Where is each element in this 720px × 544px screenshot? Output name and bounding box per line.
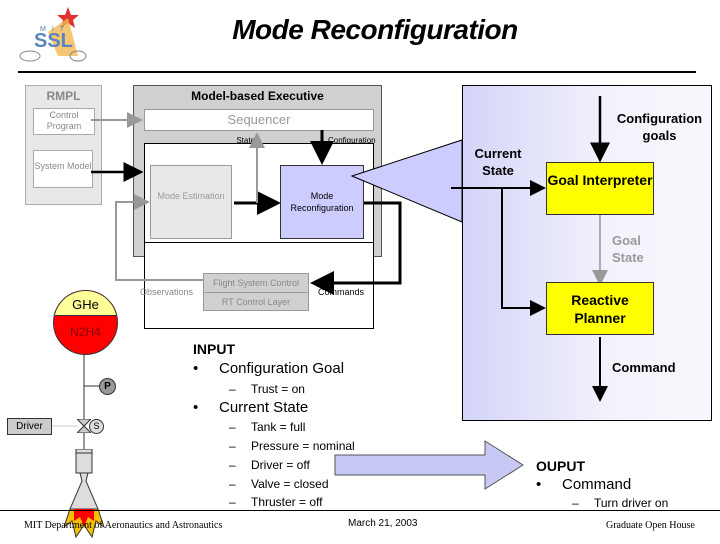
driver-box: Driver [7,418,52,435]
flight-system-control-label: Flight System Control [204,274,308,293]
tank-ghe-label: GHe [72,297,99,312]
output-sub-turn-driver-on: –Turn driver on [572,496,669,510]
mode-estimation-box: Mode Estimation [150,165,232,239]
observations-label: Observations [140,287,194,297]
commands-label: Commands [318,287,365,297]
goal-state-label: Goal State [612,233,644,265]
arrow-observations-to-mode-estimation [115,194,203,281]
system-model-box: System Model [33,150,93,188]
propellant-tank: GHe N2H4 [53,290,118,355]
panel-configuration-goals-label: Configuration goals [616,111,703,143]
footer-date: March 21, 2003 [348,518,418,529]
solenoid-icon: S [89,419,104,434]
input-item-configuration-goal: •Configuration Goal [193,360,345,377]
input-sub-pressure: –Pressure = nominal [229,439,355,453]
current-state-label: Current State [474,146,522,178]
footer-divider [0,510,720,511]
thruster-icon [63,448,106,539]
command-label: Command [612,360,676,375]
rmpl-block: RMPL Control Program System Model [25,85,102,205]
sequencer-box: Sequencer [144,109,374,131]
svg-text:SSL: SSL [34,30,73,52]
arrow-current-state-to-planner [501,188,546,316]
mit-ssl-logo: MIT SSL [18,4,88,64]
page-title: Mode Reconfiguration [232,14,518,45]
input-sub-driver: –Driver = off [229,458,310,472]
footer-event: Graduate Open House [606,520,695,531]
input-sub-trust: –Trust = on [229,382,305,396]
flight-system-control-block: Flight System Control RT Control Layer [203,273,309,311]
tank-n2h4-label: N2H4 [70,325,101,339]
rmpl-title: RMPL [46,89,81,103]
zoom-wedge [350,139,463,223]
arrow-commands [310,201,402,295]
title-divider [18,71,696,73]
rt-control-layer-label: RT Control Layer [221,297,291,307]
input-section: INPUT •Configuration Goal –Trust = on •C… [193,341,355,509]
footer-department: MIT Department of Aeronautics and Astron… [24,520,223,531]
input-sub-tank: –Tank = full [229,420,306,434]
control-program-box: Control Program [33,108,95,135]
reactive-planner-box: Reactive Planner [546,282,654,335]
output-heading: OUPUT [536,458,585,474]
valve-icon [75,418,93,434]
input-heading: INPUT [193,341,235,357]
input-sub-valve: –Valve = closed [229,477,329,491]
input-sub-thruster: –Thruster = off [229,495,323,509]
pressure-sensor-icon: P [99,378,116,395]
goal-interpreter-box: Goal Interpreter [546,162,654,215]
output-arrow [334,440,524,490]
output-section: OUPUT •Command –Turn driver on [536,458,668,510]
svg-text:MIT: MIT [40,26,70,33]
mode-reconfiguration-detail-panel [462,85,712,421]
output-item-command: •Command [536,476,632,493]
mode-reconfiguration-box: Mode Reconfiguration [280,165,364,239]
executive-title: Model-based Executive [191,89,324,103]
input-item-current-state: •Current State [193,399,309,416]
